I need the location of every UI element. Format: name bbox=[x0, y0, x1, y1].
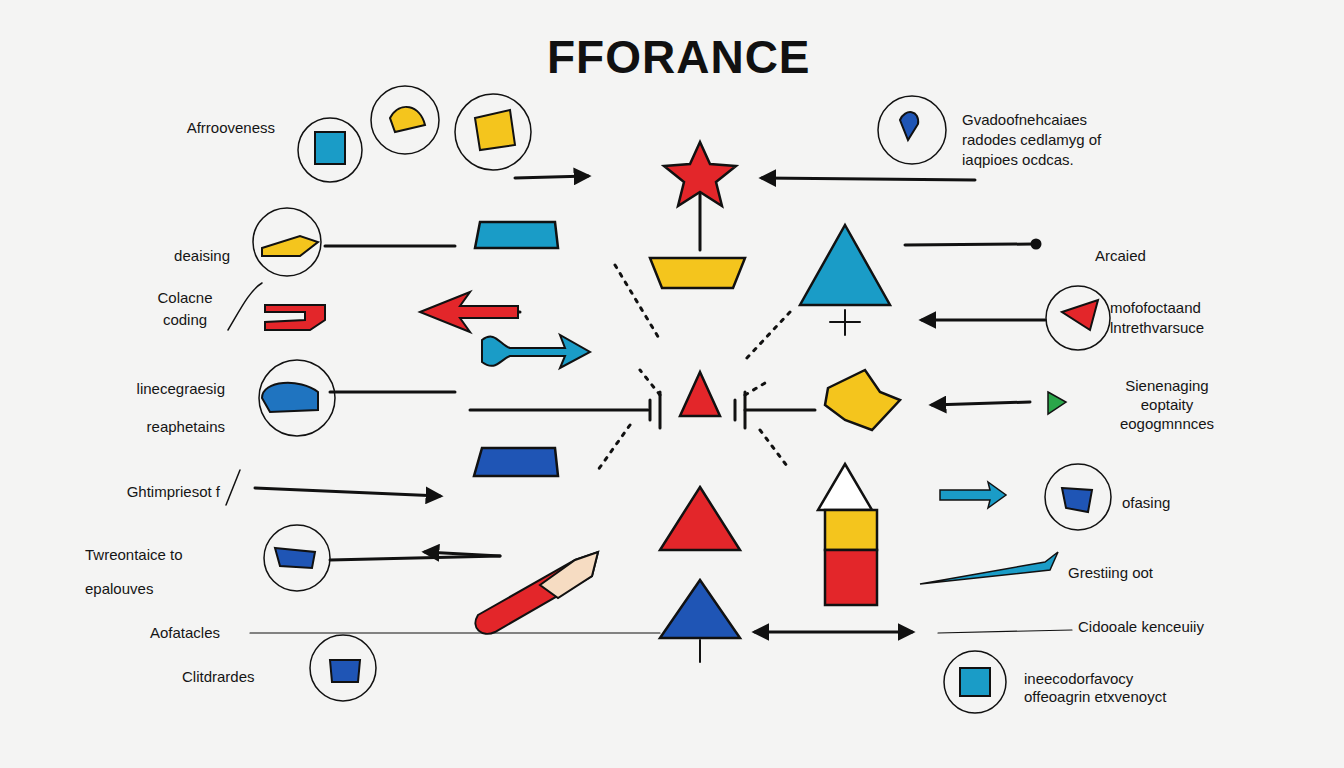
diagram-label: ineecodorfavocy offeoagrin etxvenoyct bbox=[1024, 670, 1186, 706]
diagram-label: mofofoctaand lntrethvarsuce bbox=[1110, 298, 1235, 338]
diagram-label: Clitdrardes bbox=[182, 667, 292, 687]
diagram-label: Sienenaging eoptaity eogogmnnces bbox=[1108, 376, 1226, 433]
diagram-label: Arcaied bbox=[1095, 246, 1195, 266]
diagram-label: linecegraesig reaphetains bbox=[90, 370, 225, 446]
diagram-label: Colacne coding bbox=[135, 287, 235, 331]
diagram-title: FFORANCE bbox=[547, 30, 811, 84]
diagram-label: Twreontaice to epalouves bbox=[85, 538, 225, 606]
diagram-label: Gvadoofnehcaiaes radodes cedlamyg of iaq… bbox=[962, 110, 1122, 170]
diagram-label: Afrrooveness bbox=[140, 118, 275, 138]
diagram-label: Cidooale kenceuiiy bbox=[1078, 617, 1278, 637]
diagram-label: Aofatacles bbox=[150, 623, 250, 643]
diagram-label: Grestiing oot bbox=[1068, 563, 1188, 583]
diagram-label: deaising bbox=[130, 246, 230, 266]
diagram-label: ofasing bbox=[1122, 493, 1212, 513]
diagram-label: Ghtimpriesot f bbox=[70, 482, 220, 502]
